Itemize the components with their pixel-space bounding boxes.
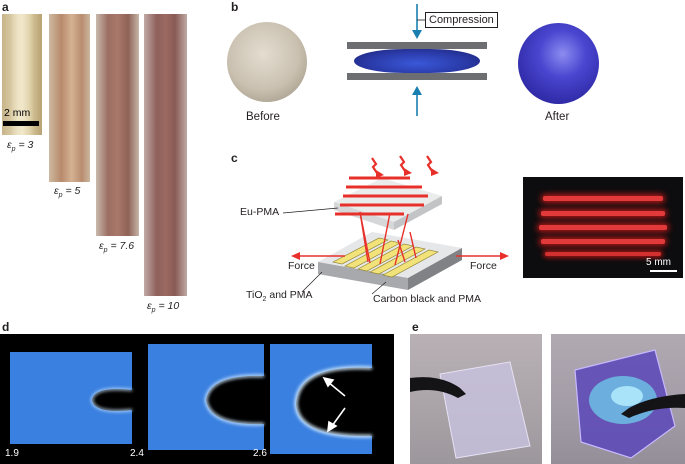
- force-right-label: Force: [470, 260, 497, 272]
- panel-label-e: e: [412, 320, 419, 334]
- strain-label-3: εp = 7.6: [99, 240, 135, 255]
- film-photo-before: [410, 334, 542, 464]
- compression-label: Compression: [425, 12, 498, 28]
- panel-label-b: b: [231, 0, 239, 14]
- scale-bar-c: [650, 270, 677, 272]
- eu-pma-label: Eu-PMA: [240, 206, 280, 218]
- sphere-before: [227, 22, 307, 102]
- scale-bar-c-label: 5 mm: [646, 257, 671, 268]
- panel-label-a: a: [2, 0, 9, 14]
- fiber-photo-1: [2, 14, 42, 135]
- fracture-label-3: 2.6: [253, 448, 267, 459]
- scale-bar-a: [3, 121, 39, 126]
- emission-photo: 5 mm: [523, 177, 683, 278]
- before-label: Before: [246, 111, 280, 123]
- panel-label-d: d: [2, 320, 10, 334]
- strain-label-4: εp = 10: [147, 300, 180, 315]
- sphere-after: [518, 23, 599, 104]
- fiber-photo-4: [144, 14, 187, 296]
- after-label: After: [545, 111, 570, 123]
- fracture-label-2: 2.4: [130, 448, 144, 459]
- fiber-photo-2: [49, 14, 90, 182]
- fracture-label-1: 1.9: [5, 448, 19, 459]
- film-photo-after: [551, 334, 685, 464]
- top-plate: [347, 42, 487, 49]
- panel-label-c: c: [231, 151, 238, 165]
- strain-label-2: εp = 5: [54, 185, 81, 200]
- fiber-photo-3: [96, 14, 139, 236]
- carbon-label: Carbon black and PMA: [373, 293, 481, 305]
- fracture-photos: 1.9 2.4 2.6: [0, 334, 394, 464]
- tio2-label: TiO2 and PMA: [246, 289, 313, 304]
- bottom-plate: [347, 73, 487, 80]
- compressed-sample: [354, 49, 480, 73]
- scale-bar-a-label: 2 mm: [4, 107, 31, 119]
- strain-label-1: εp = 3: [7, 139, 34, 154]
- force-left-label: Force: [288, 260, 315, 272]
